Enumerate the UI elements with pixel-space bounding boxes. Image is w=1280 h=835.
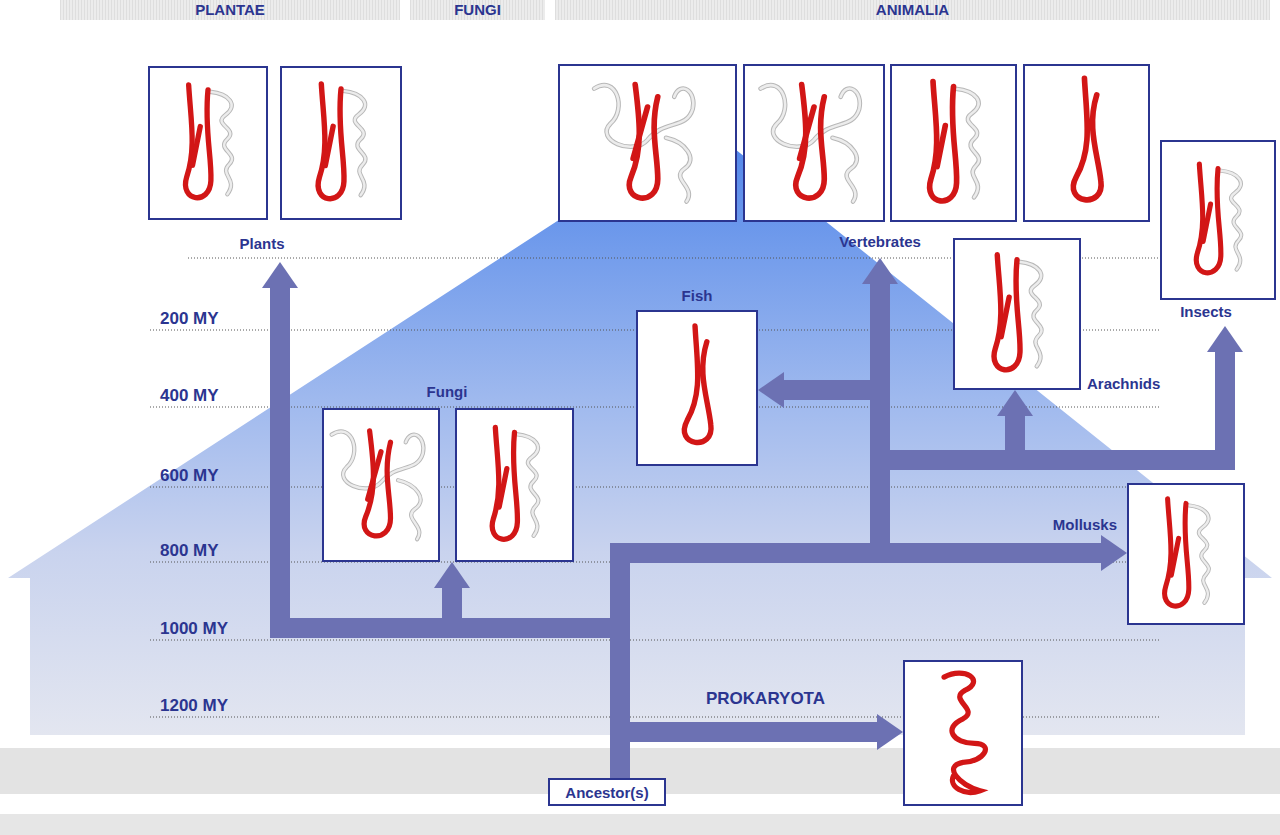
protein-structure: [324, 410, 438, 560]
structure-box: Insects: [1160, 140, 1276, 326]
structure-box: PROKARYOTA: [903, 660, 1023, 806]
protein-structure: [282, 68, 400, 218]
hairpin-ribbon: [684, 326, 711, 442]
protein-structure: [638, 312, 756, 464]
structure-frame: [322, 408, 440, 562]
structure-box: Mollusks: [1127, 483, 1245, 625]
hairpin-ribbon: [944, 673, 985, 792]
structure-group: Plants: [148, 64, 404, 262]
protein-structure: [1162, 142, 1274, 298]
protein-structure: [745, 66, 883, 220]
taxon-label: Vertebrates: [800, 234, 960, 251]
structure-frame: [1023, 64, 1150, 222]
kingdom-band: PLANTAE: [60, 0, 400, 20]
hairpin-ribbon: [364, 431, 390, 536]
coil-ribbon: [832, 138, 856, 202]
hairpin-ribbon: [1171, 538, 1178, 575]
protein-structure: [1025, 66, 1148, 220]
coil-ribbon: [398, 480, 421, 539]
coil-ribbon: [398, 480, 421, 539]
taxon-label: Plants: [202, 236, 322, 253]
structure-frame: [743, 64, 885, 222]
ancestor-label: Ancestor(s): [550, 785, 664, 802]
protein-structure: [955, 240, 1079, 388]
hairpin-ribbon: [1203, 204, 1210, 241]
hairpin-ribbon: [1073, 78, 1101, 199]
hairpin-ribbon: [994, 255, 1020, 370]
lineage-arrow: [620, 553, 1101, 778]
protein-structure: [150, 68, 266, 218]
structure-frame: [890, 64, 1017, 222]
structure-frame: [1160, 140, 1276, 300]
time-label: 600 MY: [160, 467, 219, 486]
structure-frame: [953, 238, 1081, 390]
hairpin-ribbon: [193, 127, 201, 166]
time-label: 800 MY: [160, 542, 219, 561]
structure-box: Arachnids: [953, 238, 1081, 390]
protein-structure: [905, 662, 1021, 804]
structure-frame: [148, 66, 268, 220]
structure-frame: [558, 64, 737, 222]
hairpin-ribbon: [629, 84, 657, 198]
hairpin-ribbon: [633, 107, 647, 158]
protein-structure: [560, 66, 735, 220]
taxon-label: Insects: [1160, 304, 1252, 321]
hairpin-ribbon: [492, 428, 517, 540]
ancestor-box: Ancestor(s): [548, 778, 666, 806]
taxon-label: Fish: [636, 288, 758, 305]
hairpin-ribbon: [185, 85, 210, 198]
protein-structure: [457, 410, 572, 560]
structure-frame: [455, 408, 574, 562]
kingdom-band: ANIMALIA: [555, 0, 1270, 20]
coil-ribbon: [832, 138, 856, 202]
structure-box: Fish: [636, 284, 758, 466]
coil-ribbon: [666, 138, 690, 202]
ground-band: [0, 814, 1280, 835]
structure-frame: [1127, 483, 1245, 625]
lineage-arrow: [620, 732, 877, 778]
taxon-label: Arachnids: [1087, 376, 1160, 393]
hairpin-ribbon: [1196, 164, 1221, 273]
hairpin-ribbon: [318, 84, 344, 199]
hairpin-ribbon: [1165, 499, 1189, 606]
protein-structure: [892, 66, 1015, 220]
time-label: 1200 MY: [160, 697, 228, 716]
coil-ribbon: [666, 138, 690, 202]
hairpin-ribbon: [325, 126, 333, 165]
taxon-label: Mollusks: [1053, 517, 1117, 534]
hairpin-ribbon: [1001, 297, 1009, 336]
hairpin-ribbon: [368, 452, 381, 500]
lineage-arrow: [452, 588, 620, 778]
kingdom-label: ANIMALIA: [555, 2, 1270, 19]
kingdom-label: PLANTAE: [60, 2, 400, 19]
structure-group: Fungi: [322, 380, 574, 562]
time-label: 400 MY: [160, 387, 219, 406]
lineage-arrow: [620, 284, 880, 778]
kingdom-label: FUNGI: [410, 2, 545, 19]
structure-frame: [280, 66, 402, 220]
hairpin-ribbon: [499, 469, 507, 507]
hairpin-ribbon: [800, 107, 814, 158]
structure-frame: [903, 660, 1023, 806]
structure-frame: [636, 310, 758, 466]
kingdom-band: FUNGI: [410, 0, 545, 20]
protein-structure: [1129, 485, 1243, 623]
hairpin-ribbon: [937, 126, 945, 167]
taxon-label: Fungi: [397, 384, 497, 401]
time-label: 200 MY: [160, 310, 219, 329]
hairpin-ribbon: [796, 84, 824, 198]
structure-group: Vertebrates: [556, 62, 1152, 258]
taxon-label: PROKARYOTA: [706, 690, 825, 709]
time-label: 1000 MY: [160, 620, 228, 639]
hairpin-ribbon: [930, 82, 957, 202]
lineage-arrow: [280, 288, 620, 778]
